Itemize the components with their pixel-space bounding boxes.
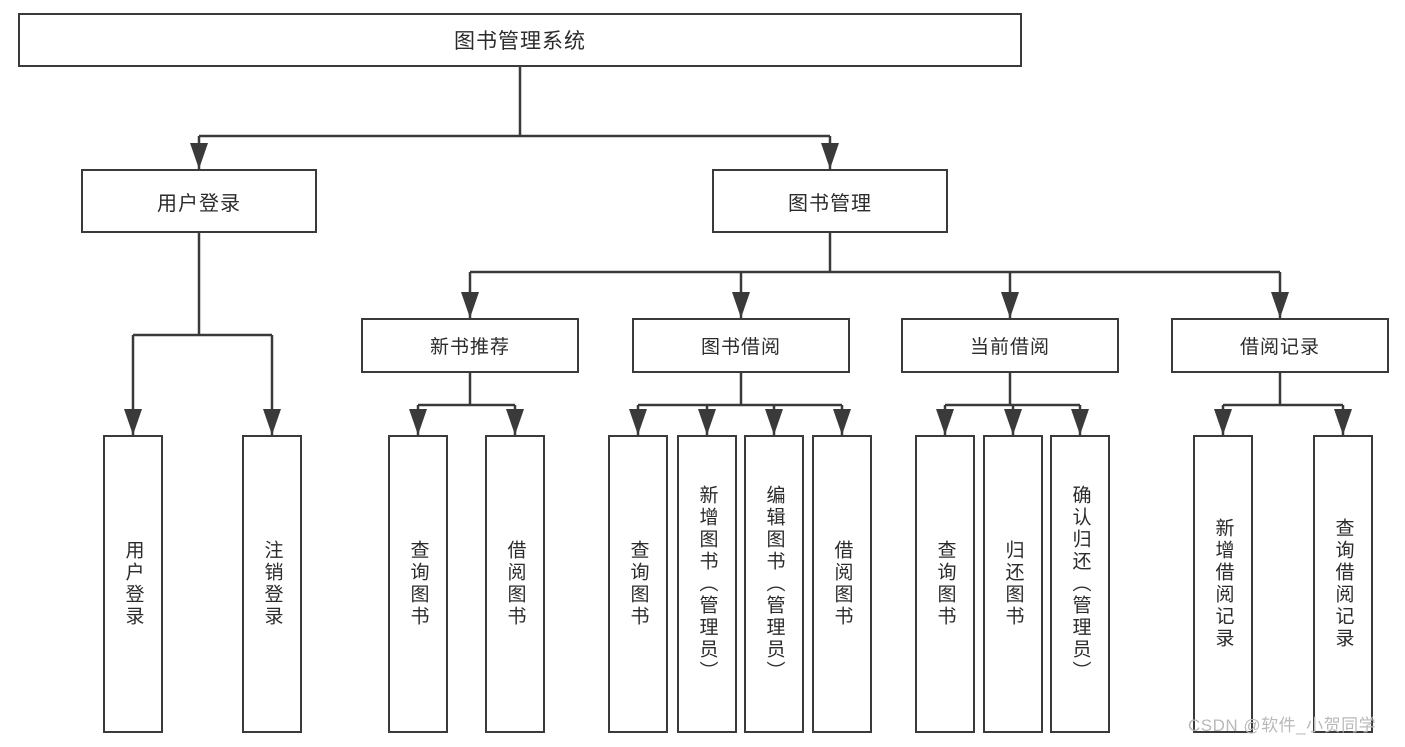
node-leaf-add-book: 新增图书（管理员） <box>677 435 737 733</box>
node-label: 归还图书 <box>1002 540 1024 628</box>
node-user-login: 用户登录 <box>81 169 317 233</box>
node-book-manage: 图书管理 <box>712 169 948 233</box>
node-label: 新增借阅记录 <box>1212 518 1234 650</box>
node-label: 当前借阅 <box>969 337 1050 358</box>
node-leaf-borrow-book: 借阅图书 <box>812 435 872 733</box>
node-leaf-edit-book: 编辑图书（管理员） <box>744 435 804 733</box>
node-book-borrow: 图书借阅 <box>632 318 850 373</box>
arrowhead <box>936 409 954 435</box>
arrowhead <box>409 409 427 435</box>
node-label: 编辑图书（管理员） <box>763 485 785 683</box>
node-root: 图书管理系统 <box>18 13 1022 67</box>
node-label: 用户登录 <box>122 540 144 628</box>
node-leaf-query-record: 查询借阅记录 <box>1313 435 1373 733</box>
arrowhead <box>698 409 716 435</box>
node-leaf-return-book: 归还图书 <box>983 435 1043 733</box>
node-label: 图书管理 <box>788 192 872 215</box>
arrowhead <box>821 143 839 169</box>
node-leaf-query-book-borrow: 查询图书 <box>608 435 668 733</box>
arrowhead <box>1271 292 1289 318</box>
node-label: 查询图书 <box>934 540 956 628</box>
node-leaf-confirm-return: 确认归还（管理员） <box>1050 435 1110 733</box>
node-borrow-record: 借阅记录 <box>1171 318 1389 373</box>
node-label: 查询图书 <box>407 540 429 628</box>
node-leaf-query-book-current: 查询图书 <box>915 435 975 733</box>
arrowhead <box>1001 292 1019 318</box>
watermark: CSDN @软件_小贺同学 <box>1188 716 1377 735</box>
arrowhead <box>732 292 750 318</box>
node-leaf-user-login: 用户登录 <box>103 435 163 733</box>
node-leaf-query-book-rec: 查询图书 <box>388 435 448 733</box>
node-label: 借阅记录 <box>1239 337 1320 358</box>
arrowhead <box>124 409 142 435</box>
node-label: 新书推荐 <box>429 337 510 358</box>
node-label: 借阅图书 <box>504 540 526 628</box>
node-current-borrow: 当前借阅 <box>901 318 1119 373</box>
node-label: 确认归还（管理员） <box>1069 485 1091 683</box>
node-label: 注销登录 <box>261 540 283 628</box>
node-label: 查询图书 <box>627 540 649 628</box>
node-label: 图书管理系统 <box>454 30 586 53</box>
arrowhead <box>461 292 479 318</box>
arrowhead <box>1214 409 1232 435</box>
node-leaf-user-logout: 注销登录 <box>242 435 302 733</box>
node-label: 新增图书（管理员） <box>696 485 718 683</box>
node-label: 用户登录 <box>157 192 241 215</box>
arrowhead <box>190 143 208 169</box>
node-new-book-rec: 新书推荐 <box>361 318 579 373</box>
node-leaf-add-record: 新增借阅记录 <box>1193 435 1253 733</box>
arrowhead <box>263 409 281 435</box>
node-label: 查询借阅记录 <box>1332 518 1354 650</box>
node-leaf-borrow-book-rec: 借阅图书 <box>485 435 545 733</box>
arrowhead <box>1071 409 1089 435</box>
arrowhead <box>1004 409 1022 435</box>
arrowhead <box>765 409 783 435</box>
arrowhead <box>506 409 524 435</box>
arrowhead <box>833 409 851 435</box>
node-label: 图书借阅 <box>700 337 781 358</box>
arrowhead <box>629 409 647 435</box>
node-label: 借阅图书 <box>831 540 853 628</box>
arrowhead <box>1334 409 1352 435</box>
